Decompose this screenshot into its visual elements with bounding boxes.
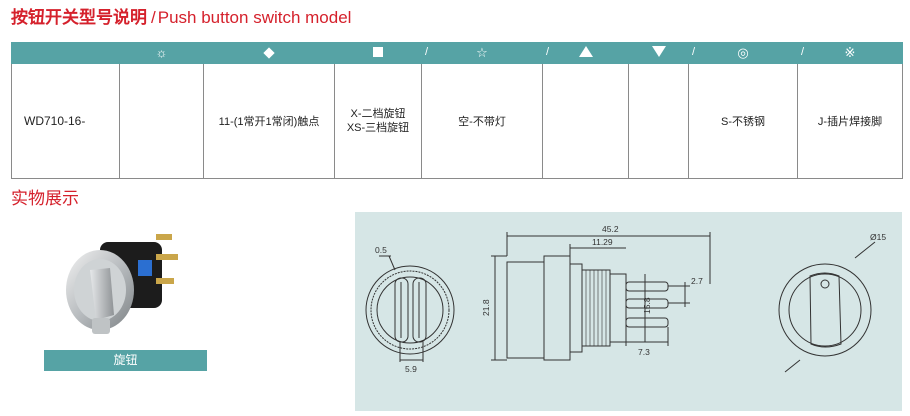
dim-front-width: 5.9 bbox=[405, 364, 417, 374]
header-cell-model bbox=[11, 42, 120, 64]
knob-type-line1: X-二档旋钮 bbox=[350, 108, 406, 120]
title-separator: / bbox=[151, 8, 156, 27]
dim-height: 21.8 bbox=[481, 299, 491, 316]
header-slash: / bbox=[425, 46, 429, 58]
sun-icon: ☼ bbox=[155, 45, 168, 60]
cell-knob-type: X-二档旋钮 XS-三档旋钮 bbox=[334, 63, 422, 179]
header-slash: / bbox=[801, 46, 805, 58]
dim-pin-pitch: 2.7 bbox=[691, 276, 703, 286]
dim-front-small: 0.5 bbox=[375, 245, 387, 255]
cell-terminal: J-插片焊接脚 bbox=[797, 63, 903, 179]
header-cell-5: / bbox=[542, 42, 629, 64]
triangle-up-icon bbox=[578, 46, 593, 57]
table-row: WD710-16- 11-(1常开1常闭)触点 X-二档旋钮 XS-三档旋钮 空… bbox=[11, 63, 903, 179]
front-view bbox=[365, 255, 455, 362]
product-photo bbox=[40, 220, 210, 350]
model-spec-table: ☼ / ☆ / / ◎ / ※ WD710-16- 11-(1常开1常闭 bbox=[11, 42, 903, 179]
title-english: Push button switch model bbox=[157, 8, 352, 27]
dim-body: 11.29 bbox=[592, 237, 613, 247]
cell-lamp: 空-不带灯 bbox=[421, 63, 543, 179]
knob-type-line2: XS-三档旋钮 bbox=[346, 122, 410, 134]
reference-mark-icon: ※ bbox=[844, 45, 856, 60]
table-header-row: ☼ / ☆ / / ◎ / ※ bbox=[11, 42, 903, 64]
header-cell-2 bbox=[203, 42, 335, 64]
section-title: 实物展示 bbox=[11, 189, 79, 208]
product-photo-image bbox=[66, 234, 178, 334]
side-view bbox=[491, 232, 711, 361]
header-cell-8: / ※ bbox=[797, 42, 903, 64]
dim-pin-height: 15.8 bbox=[642, 297, 652, 314]
dim-pin-len: 7.3 bbox=[638, 347, 650, 357]
cell-6 bbox=[628, 63, 689, 179]
header-slash: / bbox=[546, 46, 550, 58]
triangle-down-icon bbox=[651, 46, 666, 57]
dim-diameter: Ø15 bbox=[870, 232, 886, 242]
header-cell-4: / ☆ bbox=[421, 42, 543, 64]
header-cell-3 bbox=[334, 42, 422, 64]
header-cell-7: / ◎ bbox=[688, 42, 798, 64]
dim-overall: 45.2 bbox=[602, 224, 619, 234]
knob-view bbox=[778, 241, 876, 373]
cell-contacts: 11-(1常开1常闭)触点 bbox=[203, 63, 335, 179]
model-number: WD710-16- bbox=[11, 63, 120, 179]
square-icon bbox=[373, 47, 383, 57]
cell-1 bbox=[119, 63, 204, 179]
header-cell-6 bbox=[628, 42, 689, 64]
page-title: 按钮开关型号说明/Push button switch model bbox=[11, 6, 351, 30]
title-chinese: 按钮开关型号说明 bbox=[11, 8, 147, 27]
cell-5 bbox=[542, 63, 629, 179]
header-slash: / bbox=[692, 46, 696, 58]
dimension-drawing: 0.5 5.9 bbox=[355, 212, 902, 411]
photo-caption: 旋钮 bbox=[44, 350, 207, 371]
diamond-icon bbox=[263, 47, 275, 59]
cell-material: S-不锈钢 bbox=[688, 63, 798, 179]
circle-dot-icon: ◎ bbox=[737, 45, 749, 60]
header-cell-1: ☼ bbox=[119, 42, 204, 64]
technical-drawing-svg: 0.5 5.9 bbox=[365, 224, 886, 374]
star-icon: ☆ bbox=[476, 45, 488, 60]
